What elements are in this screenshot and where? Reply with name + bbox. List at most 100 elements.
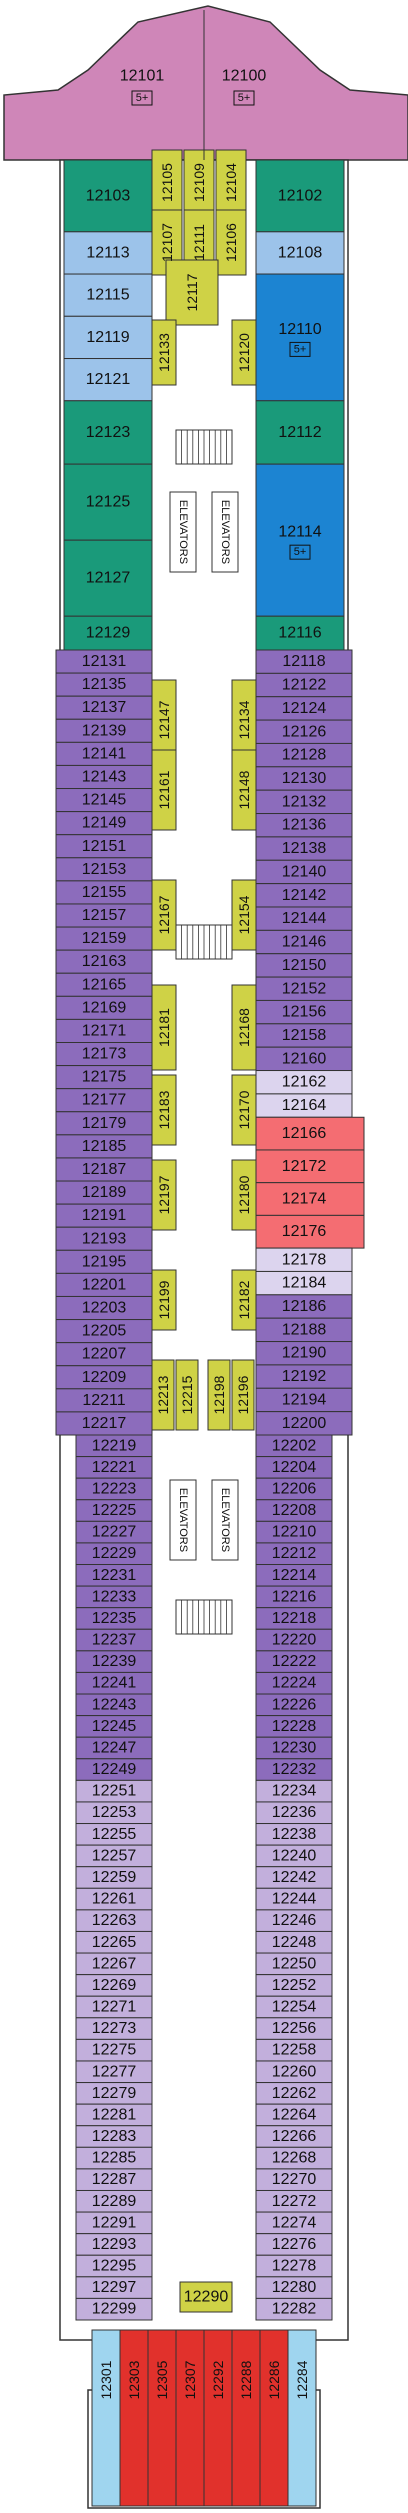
cabin-12110[interactable] — [255, 273, 345, 402]
cabin-12147[interactable] — [151, 679, 177, 761]
cabin-12120[interactable] — [231, 319, 257, 386]
cabin-12183[interactable] — [151, 1074, 177, 1146]
cabin-12100-badge-frame — [233, 90, 255, 106]
cabin-12225-label: 12225 — [92, 1502, 137, 1519]
cabin-12108[interactable] — [255, 231, 345, 275]
cabin-12100-badge: 5+ — [238, 92, 251, 104]
cabin-12154[interactable] — [231, 879, 257, 951]
cabin-12170[interactable] — [231, 1074, 257, 1146]
elevator-aft-right-label: ELEVATORS — [219, 1488, 231, 1552]
cabin-12104[interactable] — [215, 149, 247, 216]
cabin-12166[interactable] — [255, 1116, 365, 1151]
cabin-12124-label: 12124 — [282, 700, 327, 717]
cabin-12199[interactable] — [151, 1269, 177, 1331]
cabin-12301[interactable] — [91, 2329, 121, 2507]
cabin-12198[interactable] — [207, 1359, 231, 1431]
cabin-12133[interactable] — [151, 319, 177, 386]
cabin-12148[interactable] — [231, 749, 257, 831]
cabin-12101-badge-frame — [131, 90, 153, 106]
cabin-12106[interactable] — [215, 209, 247, 276]
cabin-12288-label: 12288 — [238, 2360, 254, 2399]
cabin-12285-label: 12285 — [92, 2150, 137, 2167]
cabin-12299-label: 12299 — [92, 2301, 137, 2318]
cabin-12219-label: 12219 — [92, 1437, 137, 1454]
cabin-12140-label: 12140 — [282, 863, 327, 880]
cabin-12290[interactable] — [179, 2281, 233, 2313]
cabin-12161[interactable] — [151, 749, 177, 831]
cabin-12105[interactable] — [151, 149, 183, 216]
cabin-12109[interactable] — [183, 149, 215, 216]
cabin-12110-label: 12110 — [278, 321, 321, 338]
cabin-12180[interactable] — [231, 1159, 257, 1231]
cabin-12190-label: 12190 — [282, 1345, 327, 1362]
cabin-12305[interactable] — [147, 2329, 177, 2507]
cabin-12214-label: 12214 — [272, 1567, 317, 1584]
elevator-fwd-right — [211, 491, 239, 573]
cabin-12307[interactable] — [175, 2329, 205, 2507]
cabin-12116[interactable] — [255, 615, 345, 651]
cabin-12303[interactable] — [119, 2329, 149, 2507]
cabin-12284[interactable] — [287, 2329, 317, 2507]
cabin-12102[interactable] — [255, 159, 345, 233]
cabin-12237-label: 12237 — [92, 1632, 137, 1649]
cabin-12110-badge-frame — [289, 341, 311, 357]
cabin-12117[interactable] — [165, 259, 219, 326]
cabin-12167[interactable] — [151, 879, 177, 951]
cabin-12149-label: 12149 — [82, 815, 127, 832]
cabin-12235-label: 12235 — [92, 1610, 137, 1627]
cabin-12230-label: 12230 — [272, 1739, 317, 1756]
cabin-12145-label: 12145 — [82, 792, 127, 809]
cabin-12249-label: 12249 — [92, 1761, 137, 1778]
cabin-12164-label: 12164 — [282, 1097, 327, 1114]
cabin-12166-label: 12166 — [282, 1125, 327, 1142]
cabin-12183-label: 12183 — [156, 1090, 172, 1129]
cabin-12129[interactable] — [63, 615, 153, 651]
cabin-12181[interactable] — [151, 984, 177, 1071]
cabin-12213[interactable] — [151, 1359, 175, 1431]
cabin-12299[interactable] — [75, 2297, 153, 2321]
cabin-12271-label: 12271 — [92, 1999, 137, 2016]
cabin-12218-label: 12218 — [272, 1610, 317, 1627]
cabin-12295-label: 12295 — [92, 2258, 137, 2275]
cabin-12238-label: 12238 — [272, 1826, 317, 1843]
cabin-12288[interactable] — [231, 2329, 261, 2507]
cabin-12159-label: 12159 — [82, 930, 127, 947]
cabin-12167-label: 12167 — [156, 895, 172, 934]
cabin-12194-label: 12194 — [282, 1391, 327, 1408]
cabin-12118-label: 12118 — [282, 653, 325, 670]
cabin-12114[interactable] — [255, 463, 345, 617]
cabin-12213-label: 12213 — [155, 1375, 171, 1414]
cabin-12181-label: 12181 — [156, 1008, 172, 1047]
cabin-12134[interactable] — [231, 679, 257, 761]
cabin-12191-label: 12191 — [82, 1207, 127, 1224]
cabin-12105-label: 12105 — [159, 163, 175, 202]
cabin-12232-label: 12232 — [272, 1761, 317, 1778]
cabin-12112[interactable] — [255, 400, 345, 465]
cabin-12172[interactable] — [255, 1149, 365, 1184]
cabin-12133-label: 12133 — [156, 333, 172, 372]
cabin-12119-label: 12119 — [86, 329, 129, 346]
cabin-12104-label: 12104 — [223, 163, 239, 202]
cabin-12292[interactable] — [203, 2329, 233, 2507]
cabin-12199-label: 12199 — [156, 1280, 172, 1319]
cabin-12138-label: 12138 — [282, 840, 327, 857]
cabin-12168[interactable] — [231, 984, 257, 1071]
cabin-12286[interactable] — [259, 2329, 289, 2507]
cabin-12182[interactable] — [231, 1269, 257, 1331]
cabin-12171-label: 12171 — [82, 1022, 127, 1039]
cabin-12123[interactable] — [63, 400, 153, 465]
cabin-12287-label: 12287 — [92, 2171, 137, 2188]
cabin-12217-label: 12217 — [82, 1415, 127, 1432]
cabin-12259-label: 12259 — [92, 1869, 137, 1886]
stairs-forward — [175, 429, 233, 465]
cabin-12178-label: 12178 — [282, 1251, 327, 1268]
cabin-12125[interactable] — [63, 463, 153, 541]
cabin-12144-label: 12144 — [282, 910, 327, 927]
cabin-12197[interactable] — [151, 1159, 177, 1231]
cabin-12282[interactable] — [255, 2297, 333, 2321]
cabin-12127[interactable] — [63, 539, 153, 617]
cabin-12255-label: 12255 — [92, 1826, 137, 1843]
cabin-12215[interactable] — [175, 1359, 199, 1431]
cabin-12253-label: 12253 — [92, 1804, 137, 1821]
cabin-12196[interactable] — [231, 1359, 255, 1431]
